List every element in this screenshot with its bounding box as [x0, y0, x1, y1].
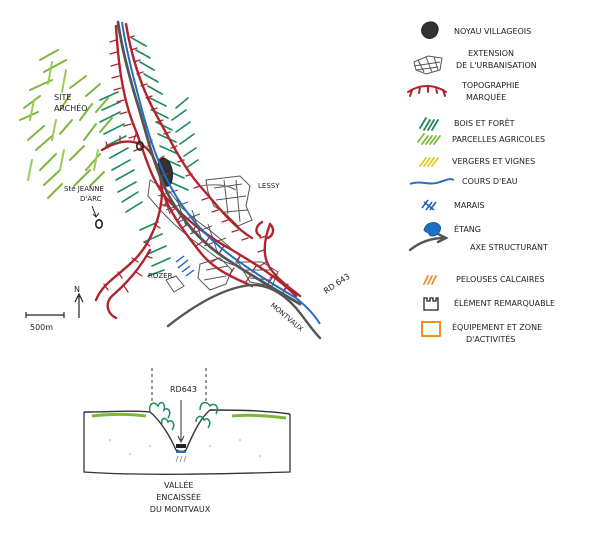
scale-bar: 500m — [25, 312, 65, 332]
label-montvaux: MONTVAUX — [269, 301, 305, 333]
orchard-vineyard-icon — [419, 157, 439, 167]
section-agricultural-right — [231, 413, 287, 420]
section-marks — [175, 455, 187, 463]
legend-label-pond: ÉTANG — [454, 223, 481, 234]
topography-ticks — [103, 35, 289, 295]
section-block — [83, 412, 291, 475]
legend-label-limestone-lawn: PELOUSES CALCAIRES — [456, 275, 545, 284]
section-forest — [148, 401, 219, 431]
north-label: N — [74, 285, 80, 294]
legend-label-marsh: MARAIS — [454, 201, 485, 210]
secondary-road-lessy — [199, 184, 237, 191]
equipment-zone-icon — [421, 321, 441, 337]
limestone-lawn-icon — [423, 275, 437, 285]
urban-extension-icon — [413, 55, 443, 75]
section-caption: VALLÉE ENCAISSÉE DU MONTVAUX — [150, 479, 211, 514]
forest-icon — [419, 117, 439, 131]
marsh-icon — [421, 199, 437, 211]
label-lessy: LESSY — [258, 182, 280, 190]
marsh — [175, 255, 195, 277]
map: SITE ARCHÉO Ste JEANNE D'ARC LESSY ROZER… — [19, 20, 352, 340]
section-agricultural-left — [91, 413, 147, 418]
section-road-label: RD643 — [170, 385, 197, 394]
agricultural-parcels — [19, 49, 113, 199]
legend-label-forest: BOIS ET FORÊT — [454, 117, 515, 128]
topography-icon — [407, 85, 447, 97]
label-rd643: RD 643 — [322, 272, 352, 296]
legend-label-remarkable: ÉLÉMENT REMARQUABLE — [454, 297, 555, 308]
label-ste-jeanne: Ste JEANNE D'ARC — [64, 185, 106, 203]
valley-cross-section: RD643 VALLÉE ENCAISSÉE DU MONTVAUX — [83, 368, 291, 514]
secondary-road-montvaux — [166, 283, 322, 340]
legend-label-main-axis: AXE STRUCTURANT — [470, 243, 548, 252]
village-core-icon — [421, 21, 439, 39]
section-texture — [109, 439, 261, 457]
scale-label: 500m — [30, 323, 53, 332]
main-axis-icon — [408, 232, 449, 252]
north-arrow: N — [74, 285, 84, 318]
section-road — [176, 444, 186, 448]
watercourse-icon — [409, 178, 455, 185]
watercourse — [121, 21, 321, 325]
legend-label-village-core: NOYAU VILLAGEOIS — [454, 27, 531, 36]
legend-label-agricultural: PARCELLES AGRICOLES — [452, 135, 545, 144]
forest-areas — [99, 37, 199, 277]
main-axis-road — [116, 20, 302, 306]
legend-label-orchard: VERGERS ET VIGNES — [452, 157, 535, 166]
legend-label-watercourse: COURS D'EAU — [462, 177, 518, 186]
remarkable-element-ste-jeanne — [95, 219, 104, 230]
ste-jeanne-arrow — [91, 205, 100, 218]
label-site-archeo: SITE ARCHÉO — [54, 93, 88, 113]
label-rozer: ROZER. — [148, 272, 174, 280]
remarkable-element-icon — [423, 297, 439, 311]
remarkable-element-north — [136, 141, 145, 152]
agricultural-parcel-icon — [417, 133, 441, 145]
section-road-arrow — [177, 400, 185, 444]
